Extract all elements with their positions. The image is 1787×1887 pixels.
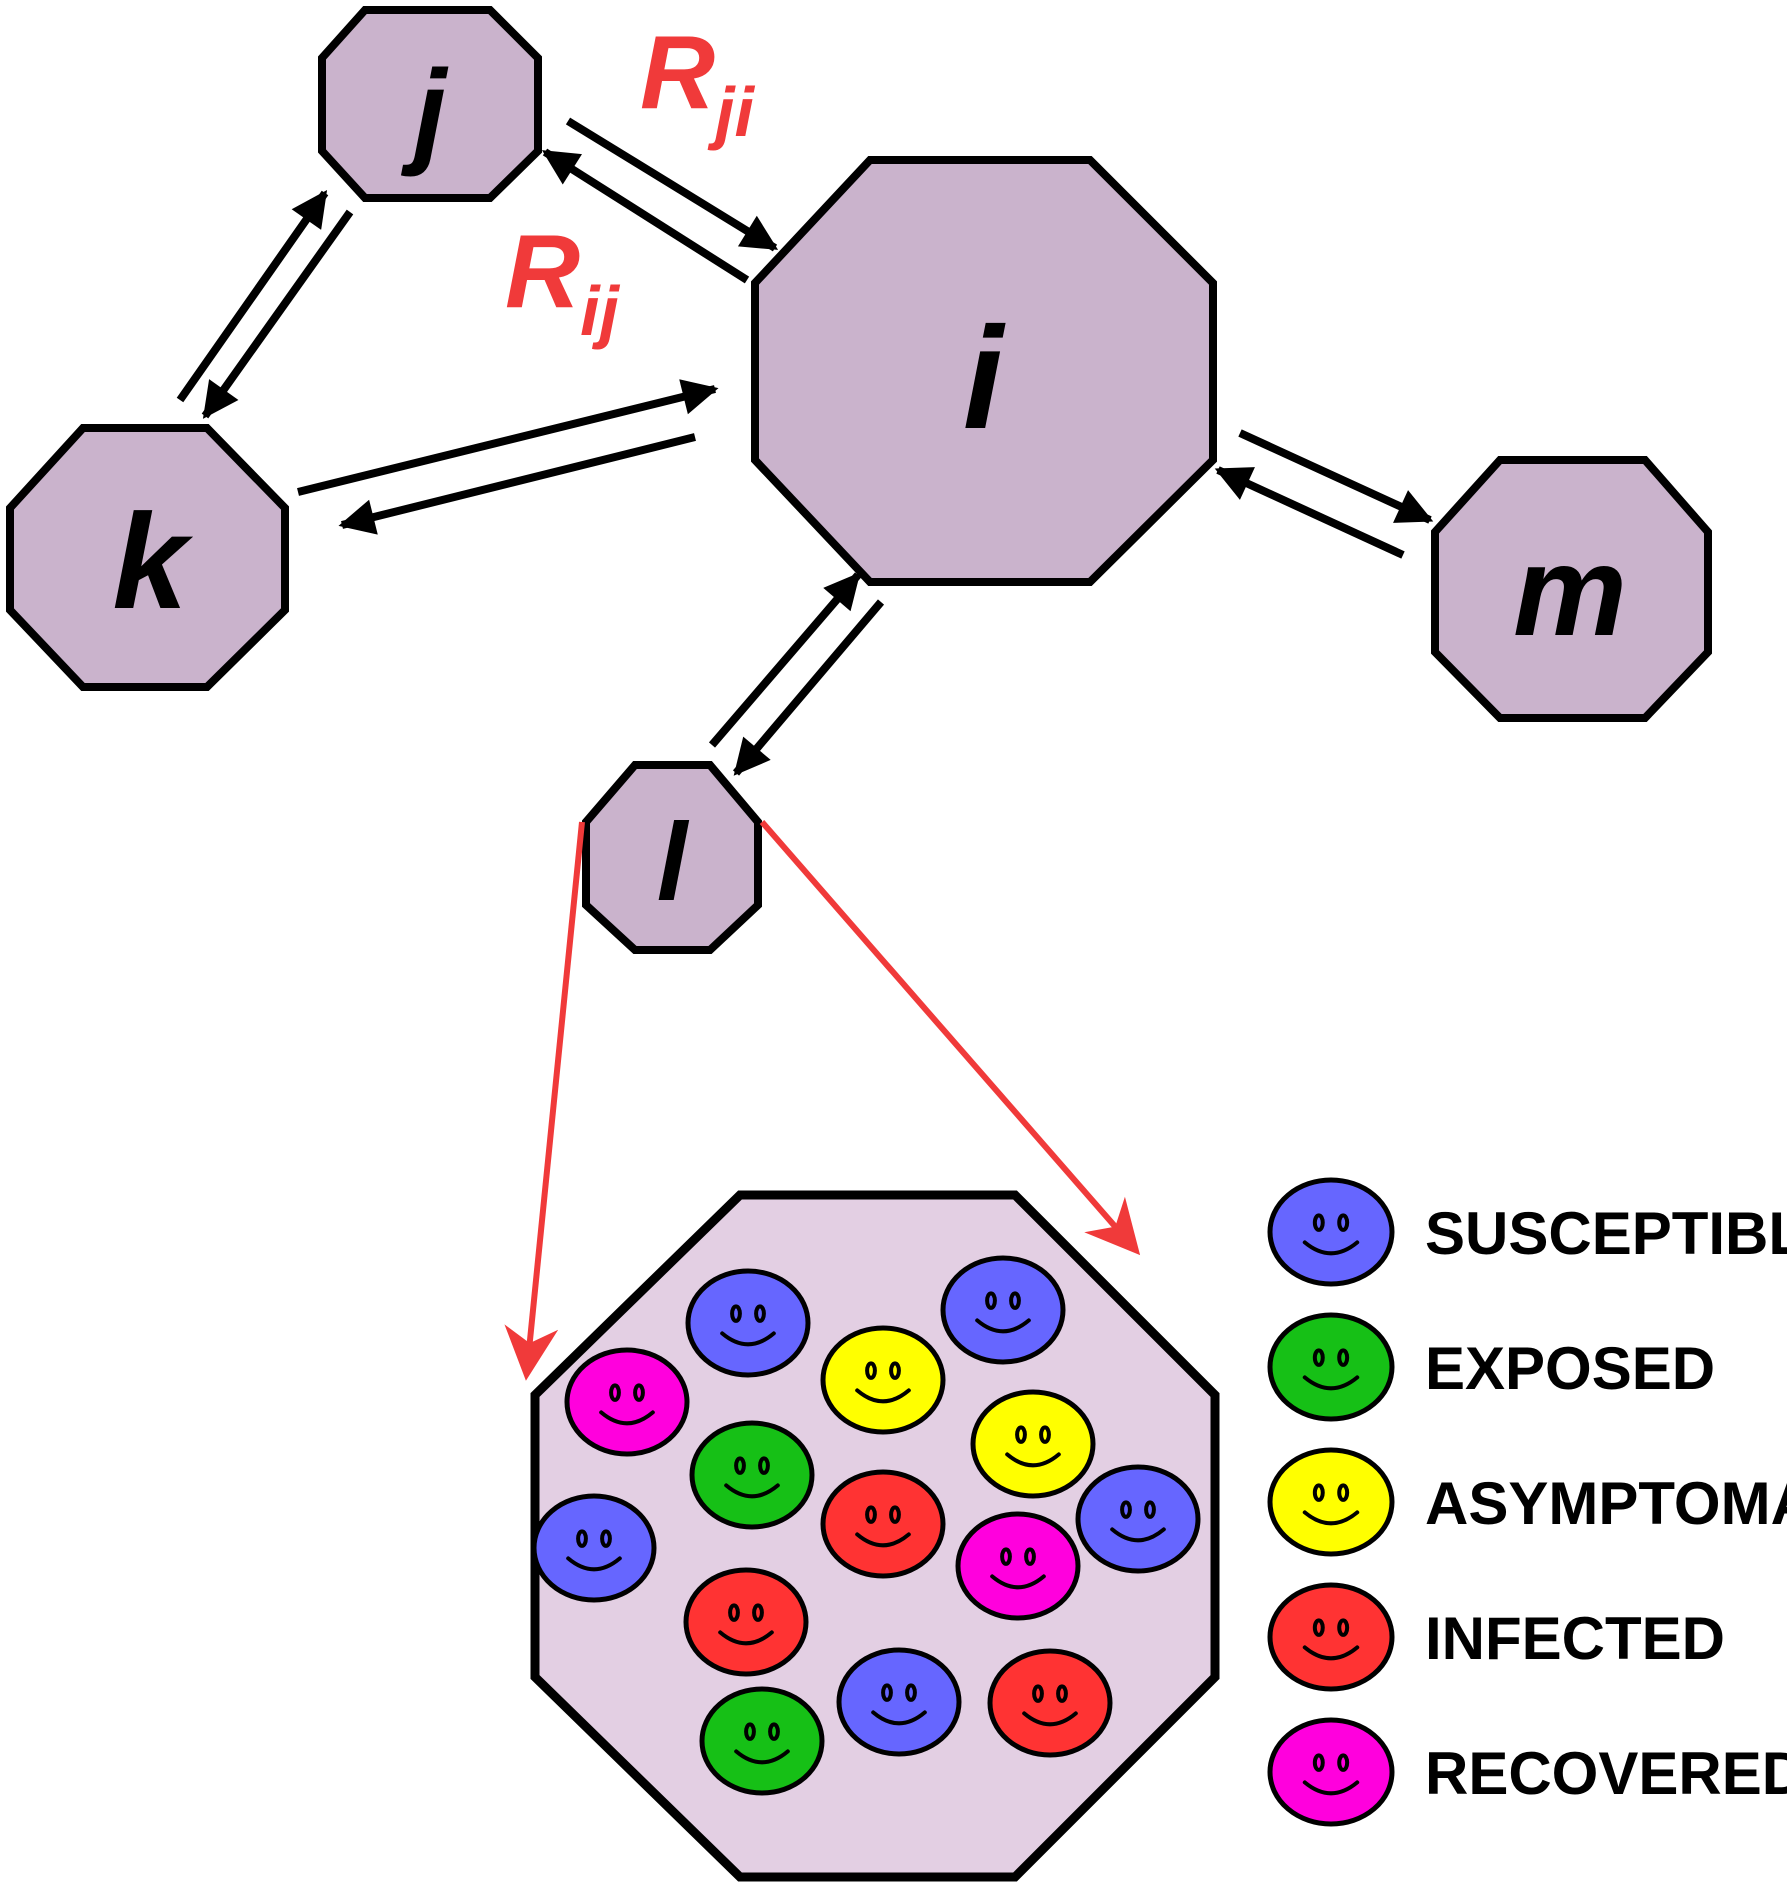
legend-item-exposed: EXPOSED xyxy=(1267,1312,1715,1422)
node-m: m xyxy=(1431,456,1712,722)
legend-label-exposed: EXPOSED xyxy=(1425,1335,1715,1402)
legend-item-asymptomatic: ASYMPTOMATIC xyxy=(1267,1447,1787,1557)
zoomed-patch xyxy=(530,1190,1220,1882)
node-k-label: k xyxy=(112,486,193,637)
arrow-i-to-j xyxy=(541,148,750,284)
arrow-k-to-j xyxy=(176,190,329,403)
zoom-arrow-right xyxy=(759,820,1141,1256)
person-face-exposed xyxy=(689,1420,815,1530)
arrow-i-to-l xyxy=(732,599,885,776)
person-face-asymptomatic xyxy=(970,1389,1096,1499)
node-i: i xyxy=(751,156,1217,586)
legend-face-asymptomatic xyxy=(1267,1447,1395,1557)
legend-label-infected: INFECTED xyxy=(1425,1605,1725,1672)
person-face-susceptible xyxy=(1075,1464,1201,1574)
arrow-l-to-i xyxy=(708,572,862,748)
person-face-susceptible xyxy=(685,1268,811,1378)
legend-label-recovered: RECOVERED xyxy=(1425,1740,1787,1807)
zoom-arrows xyxy=(504,820,1141,1381)
person-face-infected xyxy=(987,1648,1113,1758)
legend-face-infected xyxy=(1267,1582,1395,1692)
node-i-label: i xyxy=(963,297,1006,459)
node-l-shape xyxy=(582,761,762,954)
node-i-shape xyxy=(751,156,1217,586)
node-j-shape xyxy=(318,5,542,202)
arrow-j-to-i xyxy=(565,117,779,252)
person-face-exposed xyxy=(699,1686,825,1796)
legend-face-susceptible xyxy=(1267,1177,1395,1287)
legend-item-infected: INFECTED xyxy=(1267,1582,1725,1692)
zoom-arrow-left xyxy=(504,821,585,1381)
population-faces xyxy=(531,1255,1201,1796)
person-face-asymptomatic xyxy=(820,1325,946,1435)
migration-arrows xyxy=(176,117,1434,776)
person-face-susceptible xyxy=(531,1493,657,1603)
node-k-shape xyxy=(5,424,289,691)
legend-item-recovered: RECOVERED xyxy=(1267,1717,1787,1827)
legend-face-exposed xyxy=(1267,1312,1395,1422)
node-j: j xyxy=(318,5,542,202)
node-k: k xyxy=(5,424,289,691)
person-face-susceptible xyxy=(940,1255,1066,1365)
rate-ji-subscript: ji xyxy=(707,73,755,151)
person-face-susceptible xyxy=(836,1647,962,1757)
node-l-label: l xyxy=(657,801,690,924)
person-face-recovered xyxy=(955,1511,1081,1621)
rate-label-ij: Rij xyxy=(505,214,621,350)
arrow-i-to-m xyxy=(1238,429,1434,524)
legend-label-asymptomatic: ASYMPTOMATIC xyxy=(1425,1470,1787,1537)
rate-label-ji: Rji xyxy=(640,15,756,151)
arrow-i-to-k xyxy=(338,433,696,535)
node-m-label: m xyxy=(1513,520,1627,663)
arrow-m-to-i xyxy=(1214,466,1405,559)
person-face-infected xyxy=(683,1567,809,1677)
rate-ij-subscript: ij xyxy=(580,272,620,350)
node-l: l xyxy=(582,761,762,954)
rate-ji-symbol: R xyxy=(640,15,715,131)
arrow-j-to-k xyxy=(201,209,354,419)
rate-ij-symbol: R xyxy=(505,214,580,330)
person-face-recovered xyxy=(564,1347,690,1457)
person-face-infected xyxy=(820,1469,946,1579)
legend-face-recovered xyxy=(1267,1717,1395,1827)
arrow-k-to-i xyxy=(297,379,719,496)
node-m-shape xyxy=(1431,456,1712,722)
